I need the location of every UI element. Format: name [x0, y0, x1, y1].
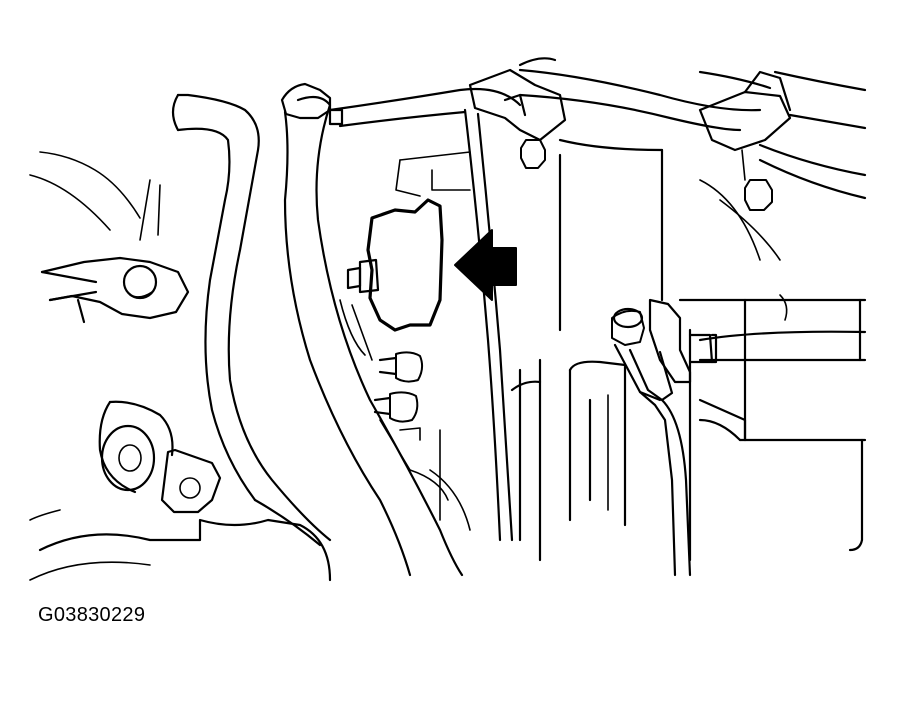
lower-contours	[339, 299, 471, 531]
knock-sensor-cable	[611, 298, 718, 577]
vacuum-hose	[280, 82, 464, 577]
figure-id-label: G03830229	[38, 604, 146, 626]
left-engine-structure	[29, 151, 332, 582]
callout-arrow	[454, 229, 517, 301]
top-connectors	[468, 68, 792, 211]
solid-arrow-icon	[454, 229, 517, 301]
mount-bolts	[373, 351, 424, 441]
engine-line-illustration	[29, 57, 867, 582]
coolant-pipe-left	[171, 93, 332, 547]
upper-hoses	[328, 57, 867, 200]
sensor-component	[346, 198, 444, 332]
engine-block	[395, 108, 867, 562]
